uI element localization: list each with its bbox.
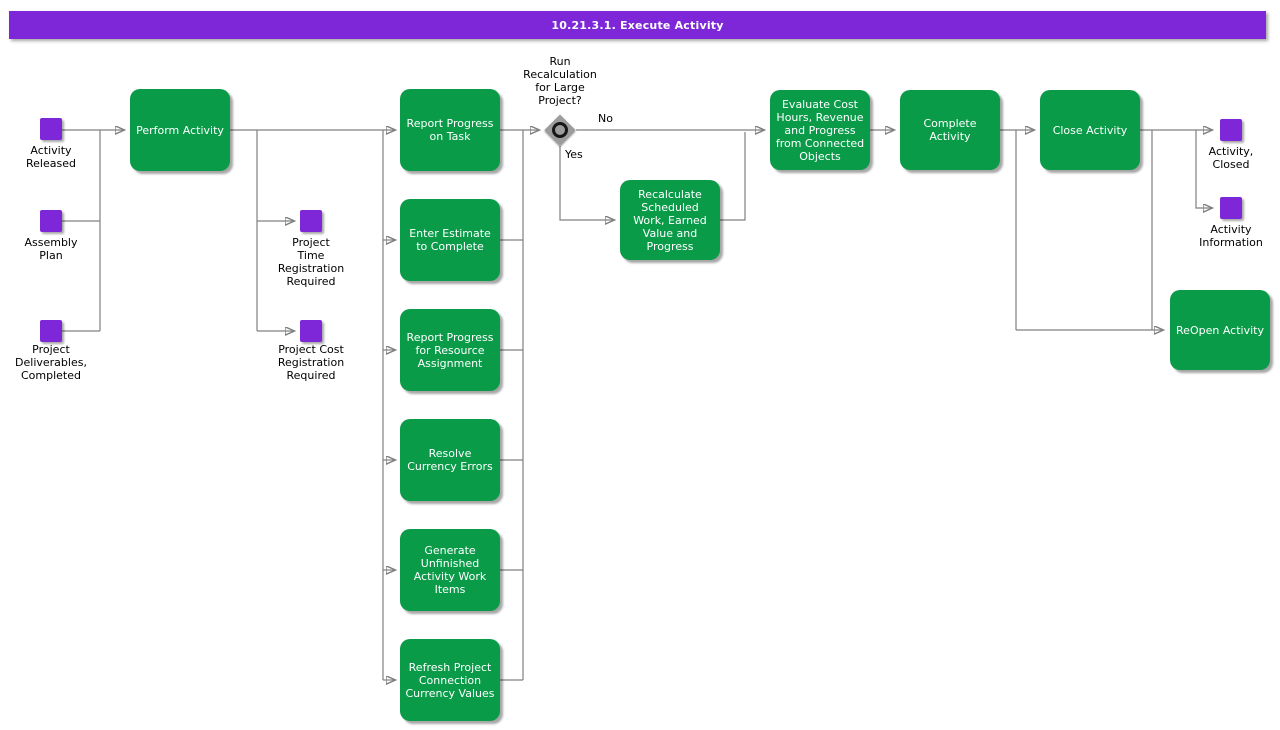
connector-line [720,132,746,221]
task-refresh-project-connection-currency-values[interactable]: Refresh Project Connection Currency Valu… [400,639,500,721]
event-label-assembly-plan: Assembly Plan [24,236,78,262]
event-square-assembly-plan-icon [40,210,62,232]
task-report-progress-for-resource-assignment[interactable]: Report Progress for Resource Assignment [400,309,500,391]
task-recalculate-scheduled-work[interactable]: Recalculate Scheduled Work, Earned Value… [620,180,720,260]
event-square-project-deliverables-completed-icon [40,320,62,342]
event-label-activity-closed: Activity, Closed [1208,145,1254,171]
connector-arrow [1195,130,1212,208]
task-report-progress-on-task[interactable]: Report Progress on Task [400,89,500,171]
event-label-project-deliverables-completed: Project Deliverables, Completed [15,343,87,382]
task-enter-estimate-to-complete[interactable]: Enter Estimate to Complete [400,199,500,281]
task-generate-unfinished-activity-work-items[interactable]: Generate Unfinished Activity Work Items [400,529,500,611]
task-close-activity[interactable]: Close Activity [1040,90,1140,170]
diagram-title-bar: 10.21.3.1. Execute Activity [9,11,1266,39]
decision-no-label: No [598,112,613,125]
connector-arrow-yes [559,146,614,220]
event-square-project-cost-registration-icon [300,320,322,342]
connector-lines [62,130,1212,680]
task-reopen-activity[interactable]: ReOpen Activity [1170,290,1270,370]
diagram-title: 10.21.3.1. Execute Activity [551,18,724,32]
event-label-activity-information: Activity Information [1199,223,1263,249]
event-square-project-time-registration-icon [300,210,322,232]
task-perform-activity[interactable]: Perform Activity [130,89,230,171]
event-label-project-time-registration-required: Project Time Registration Required [277,236,345,288]
event-square-activity-released-icon [40,118,62,140]
event-square-activity-closed-icon [1220,119,1242,141]
decision-yes-label: Yes [565,148,583,161]
decision-question-label: Run Recalculation for Large Project? [523,55,597,107]
event-label-activity-released: Activity Released [26,144,76,170]
task-resolve-currency-errors[interactable]: Resolve Currency Errors [400,419,500,501]
event-label-project-cost-registration-required: Project Cost Registration Required [277,343,345,382]
decision-gateway-circle-icon [552,122,568,138]
task-evaluate-cost-hours[interactable]: Evaluate Cost Hours, Revenue and Progres… [770,90,870,170]
task-complete-activity[interactable]: Complete Activity [900,90,1000,170]
event-square-activity-information-icon [1220,197,1242,219]
